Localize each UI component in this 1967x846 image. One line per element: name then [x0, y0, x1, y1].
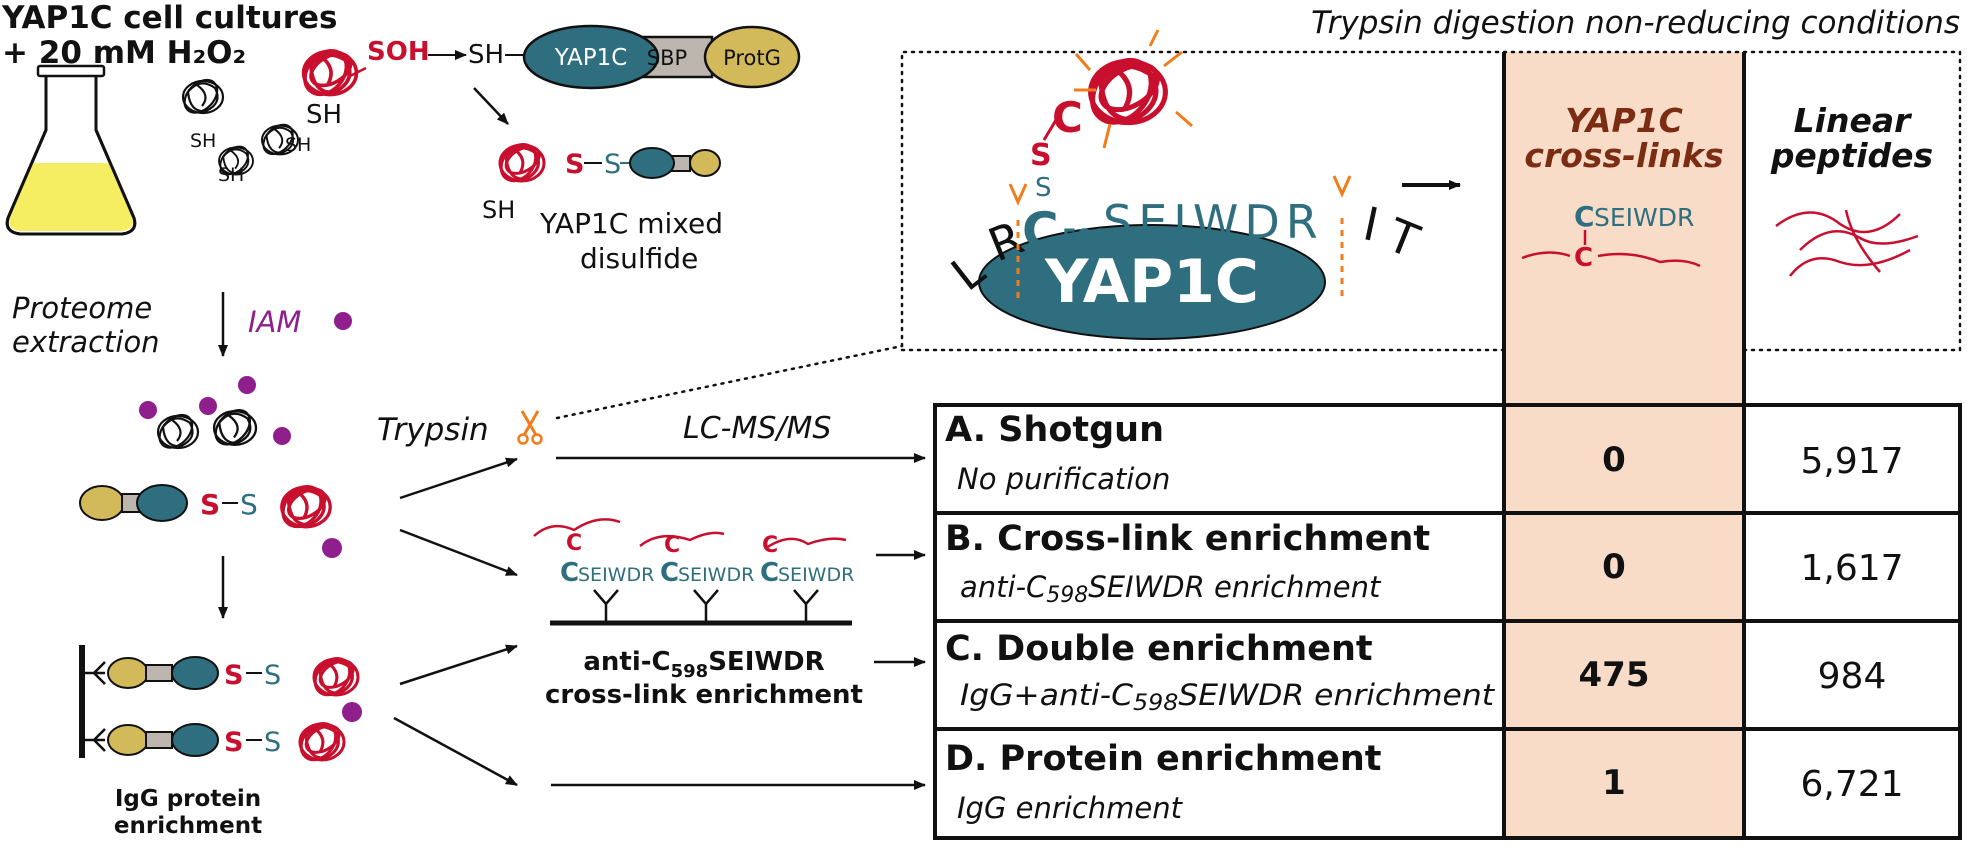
svg-text:S: S — [264, 727, 281, 758]
alkylated-proteome — [139, 376, 291, 456]
sh-label-3: SH — [218, 164, 244, 186]
svg-text:S: S — [240, 488, 258, 521]
svg-text:No purification: No purification — [957, 462, 1170, 496]
svg-text:SEIWDR: SEIWDR — [778, 564, 854, 586]
svg-text:5,917: 5,917 — [1800, 441, 1903, 482]
svg-text:SEIWDR: SEIWDR — [578, 564, 654, 586]
scissors-icon — [517, 410, 543, 445]
antibody-array: C C SEIWDR C C SEIWDR C C SEIWDR — [533, 518, 854, 626]
svg-text:anti-C598SEIWDR enrichment: anti-C598SEIWDR enrichment — [960, 570, 1382, 608]
sh-label-2: SH — [285, 134, 311, 156]
svg-text:S: S — [224, 660, 243, 691]
svg-text:S: S — [200, 488, 220, 521]
svg-text:C: C — [566, 531, 582, 556]
svg-text:S: S — [224, 727, 243, 758]
yap1c-digestion-cartoon: YAP1C L R C 598 SEIWDR I T S S C — [941, 29, 1427, 340]
svg-text:IgG enrichment: IgG enrichment — [957, 791, 1184, 825]
svg-text:IgG+anti-C598SEIWDR enrichment: IgG+anti-C598SEIWDR enrichment — [960, 678, 1496, 716]
svg-text:C: C — [1052, 93, 1083, 142]
svg-text:S: S — [604, 149, 621, 180]
results-table — [933, 52, 1962, 840]
table-row: D. Protein enrichment IgG enrichment 1 6… — [945, 739, 1904, 825]
proteome-extraction-label-1: Proteome — [12, 291, 152, 325]
svg-text:C: C — [664, 533, 680, 558]
svg-text:S: S — [264, 660, 281, 691]
svg-text:SEIWDR: SEIWDR — [678, 564, 754, 586]
igg-beads: S S S S — [79, 645, 362, 769]
svg-text:C: C — [1574, 200, 1595, 233]
svg-text:I: I — [1359, 196, 1384, 252]
svg-text:A. Shotgun: A. Shotgun — [945, 410, 1164, 450]
svg-text:6,721: 6,721 — [1800, 764, 1903, 805]
reduced-protein-1 — [177, 72, 225, 121]
svg-text:984: 984 — [1818, 656, 1887, 697]
svg-text:T: T — [1379, 208, 1427, 269]
mixed-disulfide-label-1: YAP1C mixed — [539, 207, 723, 240]
svg-text:598: 598 — [1062, 226, 1108, 251]
svg-text:C: C — [560, 558, 579, 588]
table-row: A. Shotgun No purification 0 5,917 — [945, 410, 1904, 496]
svg-text:anti-C598SEIWDR: anti-C598SEIWDR — [583, 647, 824, 682]
linear-header-1: Linear — [1794, 101, 1912, 140]
svg-text:D. Protein enrichment: D. Protein enrichment — [945, 739, 1382, 779]
yap1c-label: YAP1C — [554, 45, 628, 71]
yap1c-construct: YAP1C SBP ProtG — [522, 24, 801, 90]
crosslinks-header-1: YAP1C — [1565, 101, 1683, 140]
svg-text:C: C — [660, 558, 679, 588]
table-row: B. Cross-link enrichment anti-C598SEIWDR… — [945, 519, 1904, 608]
iam-dot-icon — [334, 312, 352, 330]
igg-label-1: IgG protein — [115, 786, 261, 812]
svg-text:0: 0 — [1602, 440, 1626, 480]
svg-text:SEIWDR: SEIWDR — [1594, 203, 1694, 232]
mixed-disulfide-label-2: disulfide — [580, 242, 698, 275]
culture-title: YAP1C cell cultures + 20 mM H₂O₂ — [1, 0, 337, 71]
iam-label: IAM — [248, 305, 301, 339]
trypsin-label: Trypsin — [377, 412, 489, 448]
svg-text:SH: SH — [482, 196, 515, 224]
svg-text:1: 1 — [1602, 763, 1626, 803]
svg-text:S: S — [1035, 173, 1052, 203]
svg-text:cross-link enrichment: cross-link enrichment — [545, 680, 863, 710]
proteome-extraction-label-2: extraction — [12, 325, 160, 359]
svg-text:C: C — [1574, 243, 1593, 273]
sh-label-yap: SH — [468, 40, 504, 70]
protg-label: ProtG — [723, 46, 781, 70]
svg-text:B. Cross-link enrichment: B. Cross-link enrichment — [945, 519, 1430, 559]
crosslinks-column-highlight — [1504, 52, 1744, 838]
svg-text:SEIWDR: SEIWDR — [1103, 195, 1324, 249]
crosslink-example-icon: C SEIWDR C — [1521, 200, 1701, 273]
sh-label-oxidized: SH — [306, 100, 342, 130]
oxidized-protein — [294, 40, 359, 105]
svg-text:C: C — [1022, 202, 1059, 260]
mixed-disulfide: SH S S — [482, 136, 721, 224]
svg-text:C. Double enrichment: C. Double enrichment — [945, 629, 1373, 669]
crosslinks-header-2: cross-links — [1524, 136, 1723, 175]
svg-text:S: S — [1030, 138, 1052, 173]
crosslink-enrichment-label: anti-C598SEIWDR cross-link enrichment — [545, 647, 863, 710]
zoom-connector — [555, 344, 904, 420]
linear-header-2: peptides — [1770, 136, 1933, 175]
svg-text:YAP1C cell cultures: YAP1C cell cultures — [1, 0, 337, 36]
flask-icon — [5, 64, 137, 236]
svg-text:C: C — [760, 558, 779, 588]
lcms-label: LC-MS/MS — [683, 411, 831, 446]
zoom-box — [900, 50, 1962, 352]
captured-complex: S S — [79, 477, 342, 558]
svg-text:S: S — [565, 149, 584, 180]
svg-text:1,617: 1,617 — [1800, 548, 1903, 589]
soh-label: SOH — [367, 37, 430, 67]
svg-text:0: 0 — [1602, 547, 1626, 587]
sbp-label: SBP — [647, 46, 687, 70]
linear-peptides-icon — [1775, 209, 1919, 277]
digestion-title: Trypsin digestion non-reducing condition… — [1311, 5, 1960, 41]
svg-text:C: C — [762, 533, 778, 558]
svg-text:475: 475 — [1579, 655, 1650, 695]
sh-label-1: SH — [190, 130, 216, 152]
svg-text:YAP1C: YAP1C — [1044, 247, 1259, 317]
igg-label-2: enrichment — [114, 813, 262, 839]
